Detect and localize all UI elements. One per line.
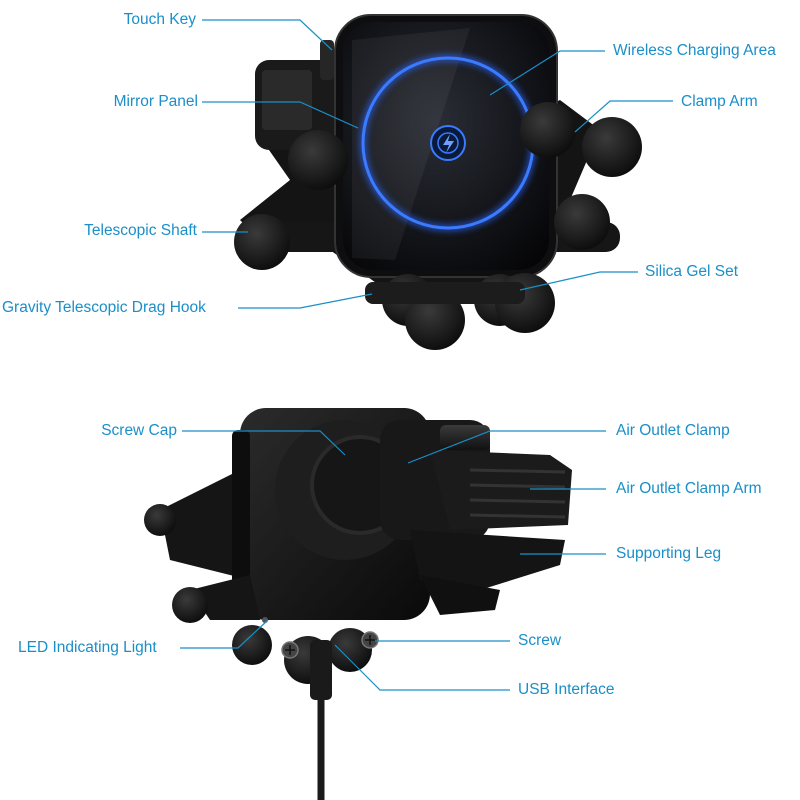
silica-gel-knob (554, 194, 610, 250)
label-silica-gel-set: Silica Gel Set (645, 262, 738, 282)
label-touch-key: Touch Key (124, 10, 196, 30)
label-telescopic-shaft: Telescopic Shaft (84, 221, 197, 241)
label-gravity-telescopic-drag-hook: Gravity Telescopic Drag Hook (2, 298, 206, 318)
label-wireless-charging-area: Wireless Charging Area (613, 41, 776, 61)
housing-side (232, 430, 250, 600)
silica-gel-knob (144, 504, 176, 536)
silica-gel-knob (232, 625, 272, 665)
gravity-drag-hook (365, 282, 525, 304)
air-outlet-clamp-arm (430, 450, 572, 530)
charging-bolt-icon (431, 126, 465, 160)
charger-front-view (234, 15, 642, 350)
label-supporting-leg: Supporting Leg (616, 544, 721, 564)
label-usb-interface: USB Interface (518, 680, 615, 700)
usb-plug (310, 640, 332, 700)
silica-gel-knob (234, 214, 290, 270)
label-air-outlet-clamp-arm: Air Outlet Clamp Arm (616, 479, 762, 499)
label-clamp-arm: Clamp Arm (681, 92, 758, 112)
silica-gel-knob (288, 130, 348, 190)
label-led-indicating-light: LED Indicating Light (18, 638, 157, 658)
leader-touch-key (202, 20, 332, 50)
silica-gel-knob (582, 117, 642, 177)
label-screw-cap: Screw Cap (101, 421, 177, 441)
vent-clip-ribs (262, 70, 312, 130)
label-air-outlet-clamp: Air Outlet Clamp (616, 421, 730, 441)
label-mirror-panel: Mirror Panel (114, 92, 198, 112)
silica-gel-knob (520, 102, 576, 158)
silica-gel-knob (172, 587, 208, 623)
label-screw: Screw (518, 631, 561, 651)
mount-side-view (144, 408, 572, 800)
leader-drag-hook (238, 294, 372, 308)
air-outlet-clamp-top (440, 425, 490, 450)
